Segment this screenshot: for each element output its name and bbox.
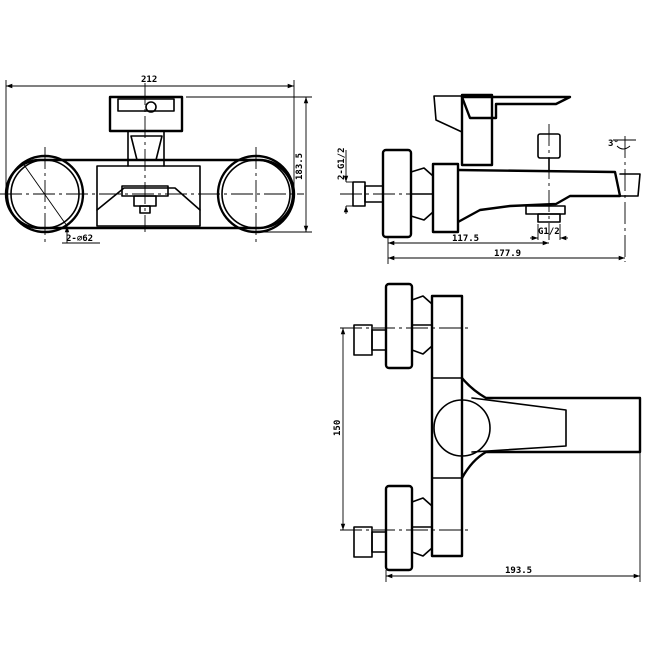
inlet-thread-label: 2-G1/2	[337, 147, 347, 180]
side-view: 2-G1/2 3° G1/2 117.5 177.9	[337, 93, 641, 264]
front-width-label: 212	[141, 75, 157, 85]
side-depth-label: 177.9	[494, 249, 521, 259]
top-view: 150 193.5	[333, 282, 642, 582]
angle-label: 3°	[608, 139, 619, 149]
front-height-label: 183.5	[295, 153, 305, 180]
outlet-thread-label: G1/2	[538, 227, 560, 237]
front-view: 2-∅62 212 183.5	[0, 75, 312, 244]
spout-offset-label: 117.5	[452, 234, 479, 244]
center-distance-label: 150	[333, 420, 343, 436]
flange-diameter-label: 2-∅62	[66, 234, 93, 244]
top-depth-label: 193.5	[505, 566, 532, 576]
